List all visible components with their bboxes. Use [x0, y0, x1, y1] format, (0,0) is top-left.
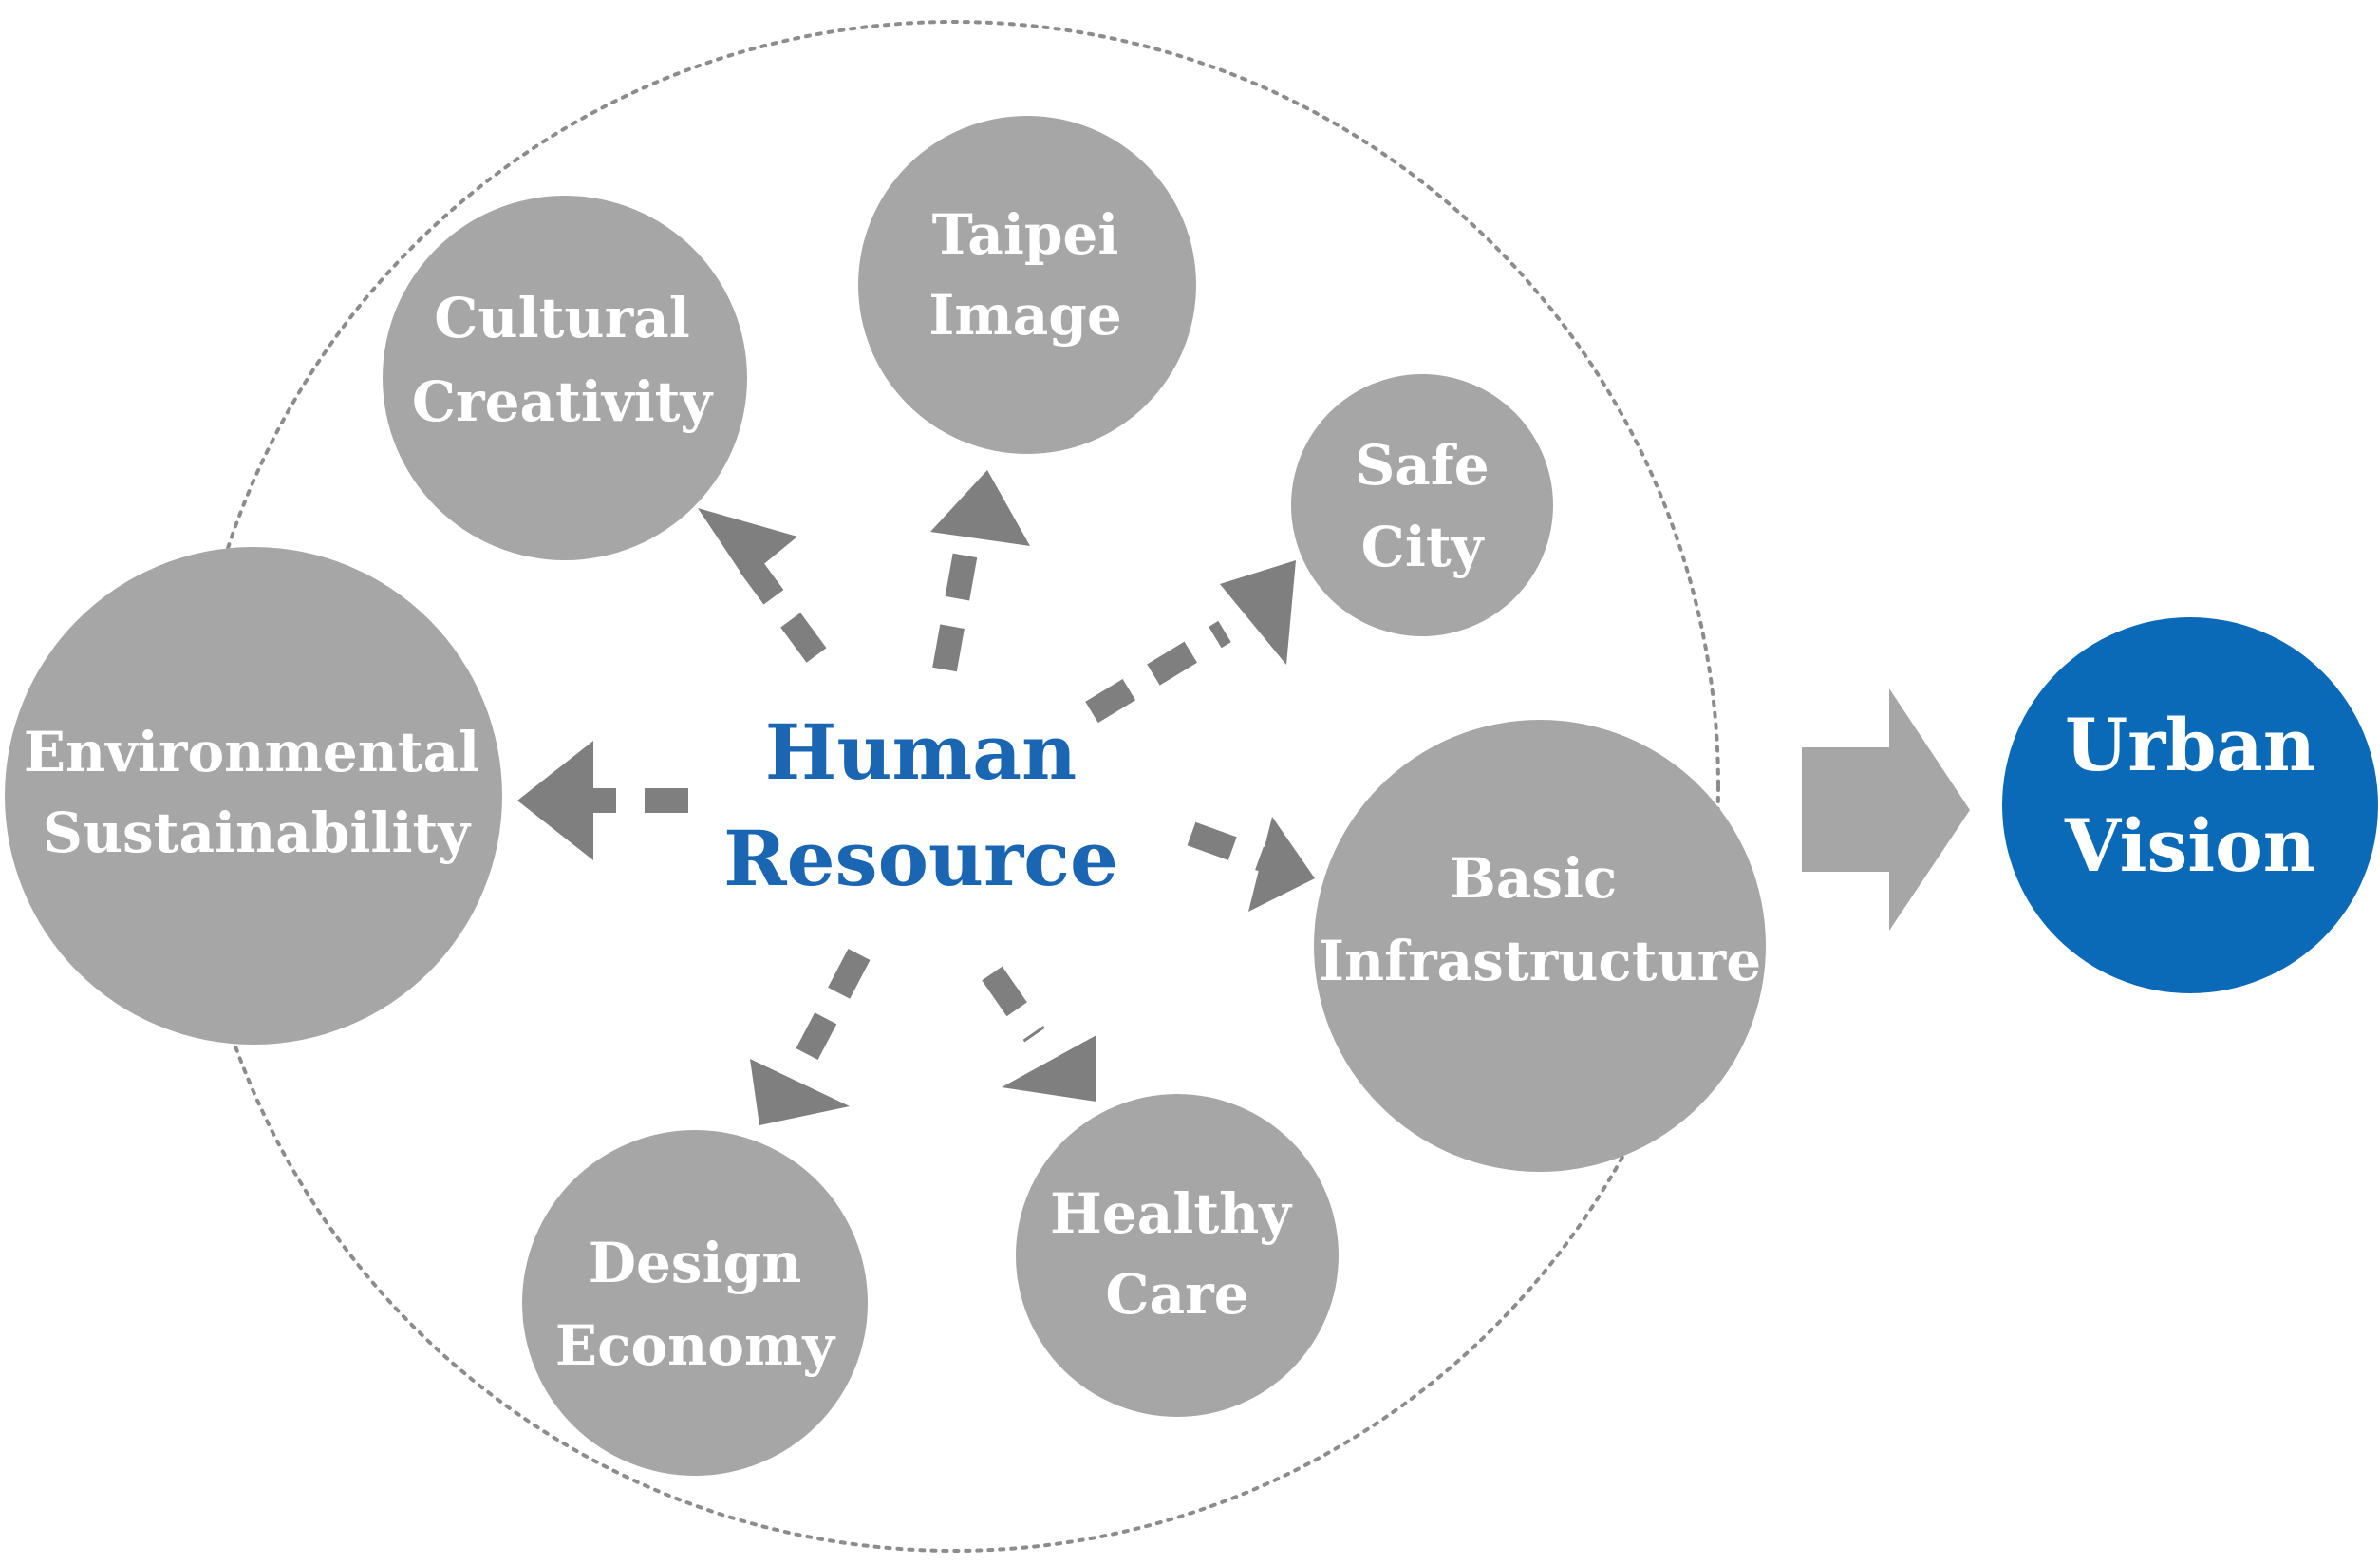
arrow-to-environmental-sustainability: [517, 741, 688, 860]
node-environmental-sustainability: Environmental Sustainability: [5, 547, 502, 1045]
node-safe-city: Safe City: [1291, 374, 1553, 636]
outcome-urban-vision: Urban Vision: [2002, 617, 2378, 993]
node-label-line2: City: [1361, 515, 1486, 579]
node-label-line1: Design: [589, 1231, 802, 1295]
hub-human-resource: Human Resource: [723, 707, 1118, 903]
outcome-label-line2: Vision: [2064, 803, 2315, 888]
node-label-line1: Environmental: [24, 720, 479, 784]
node-healthy-care: Healthy Care: [1016, 1094, 1339, 1417]
framework-boundary: [188, 20, 1720, 1553]
arrow-to-healthy-care: [982, 966, 1096, 1102]
node-label-line2: Creativity: [412, 369, 715, 434]
node-label-line1: Safe: [1355, 433, 1489, 498]
node-label-line2: Care: [1105, 1262, 1248, 1327]
node-label-line2: Infrastructure: [1319, 929, 1761, 993]
node-label-line1: Basic: [1450, 846, 1618, 911]
node-label-line1: Cultural: [434, 286, 690, 350]
node-label-line1: Taipei: [932, 202, 1119, 267]
arrow-to-basic-infrastructure: [1187, 817, 1315, 912]
outcome-label-line1: Urban: [2065, 703, 2315, 787]
arrow-to-urban-vision: [1802, 688, 1970, 931]
arrow-to-cultural-creativity: [698, 508, 827, 663]
node-basic-infrastructure: Basic Infrastructure: [1314, 720, 1766, 1172]
node-label-line1: Healthy: [1050, 1181, 1293, 1246]
node-design-economy: Design Economy: [522, 1130, 868, 1476]
hub-label-line2: Resource: [723, 814, 1118, 903]
arrow-to-safe-city: [1085, 560, 1296, 724]
node-taipei-image: Taipei Image: [858, 116, 1196, 454]
arrow-to-design-economy: [750, 948, 871, 1125]
arrow-to-taipei-image: [930, 470, 1030, 672]
hub-label-line1: Human: [765, 707, 1077, 797]
node-label-line2: Economy: [555, 1313, 836, 1378]
node-cultural-creativity: Cultural Creativity: [383, 196, 747, 560]
node-label-line2: Sustainability: [43, 801, 472, 865]
node-label-line2: Image: [928, 283, 1122, 348]
